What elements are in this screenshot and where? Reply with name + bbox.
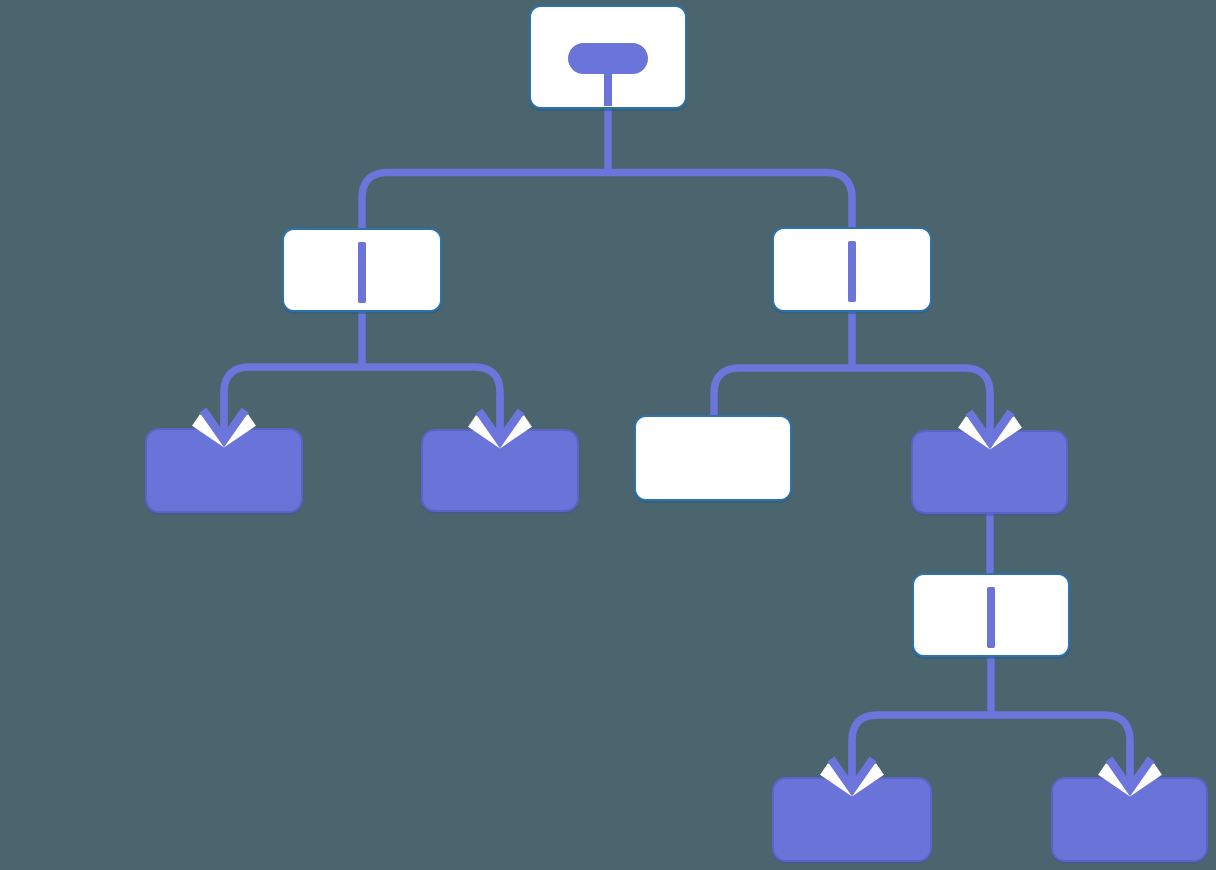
topic-divider-line	[987, 587, 995, 648]
node-leaf-1[interactable]	[145, 428, 303, 513]
connector-level1-bar	[358, 168, 856, 230]
connector-bottom-children-bar	[848, 711, 1134, 786]
node-leaf-4[interactable]	[772, 777, 932, 862]
topic-divider-line	[848, 241, 856, 302]
topic-divider-line	[358, 242, 366, 303]
node-leaf-2[interactable]	[421, 429, 579, 512]
node-leaf-5[interactable]	[1051, 777, 1208, 862]
node-empty-topic[interactable]	[634, 415, 792, 501]
node-branch-right[interactable]	[772, 227, 932, 312]
node-branch-bottom[interactable]	[912, 573, 1070, 657]
root-pill-icon	[568, 43, 648, 74]
node-root[interactable]	[529, 5, 687, 109]
node-leaf-3[interactable]	[911, 430, 1068, 514]
connector-left-children-bar	[220, 363, 504, 437]
node-branch-left[interactable]	[282, 228, 442, 312]
root-pill-stem	[604, 71, 612, 106]
